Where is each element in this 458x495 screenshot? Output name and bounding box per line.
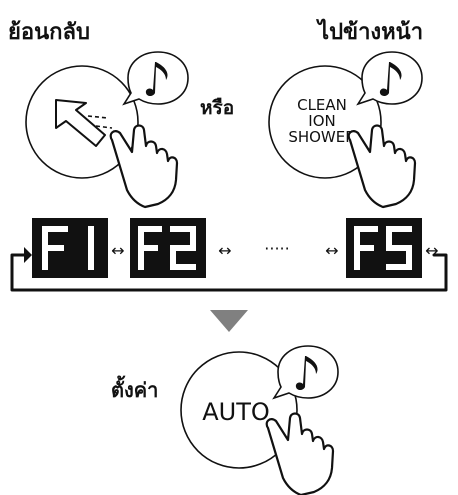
auto-button[interactable]: AUTO (180, 351, 298, 469)
display-loop (10, 247, 448, 292)
dots: ····· (264, 239, 289, 258)
music-note-icon (356, 51, 423, 106)
ion-label: ION (308, 112, 335, 130)
shower-label: SHOWER (288, 128, 355, 146)
double-arrow: ↔ (111, 241, 124, 260)
pointing-hand-icon (265, 412, 335, 495)
display-f5 (346, 218, 422, 278)
double-arrow: ↔ (218, 241, 231, 260)
label-forward: ไปข้างหน้า (316, 18, 423, 45)
clean-label: CLEAN (297, 96, 347, 114)
back-button[interactable] (25, 65, 139, 179)
double-arrow: ↔ (425, 241, 438, 260)
label-back: ย้อนกลับ (8, 20, 90, 45)
label-or: หรือ (200, 97, 234, 119)
double-arrow: ↔ (325, 241, 338, 260)
label-set: ตั้งค่า (111, 375, 158, 402)
auto-label: AUTO (202, 398, 270, 426)
music-note-icon (122, 51, 189, 106)
triangle-down-icon (210, 310, 248, 332)
pointing-hand-icon (347, 124, 417, 209)
music-note-icon (272, 345, 339, 400)
display-f2 (130, 218, 206, 278)
pointing-hand-icon (109, 124, 179, 209)
back-arrow-icon (55, 99, 113, 147)
loop-line (10, 253, 448, 292)
loop-arrow-head (24, 247, 32, 263)
display-f1 (32, 218, 108, 278)
